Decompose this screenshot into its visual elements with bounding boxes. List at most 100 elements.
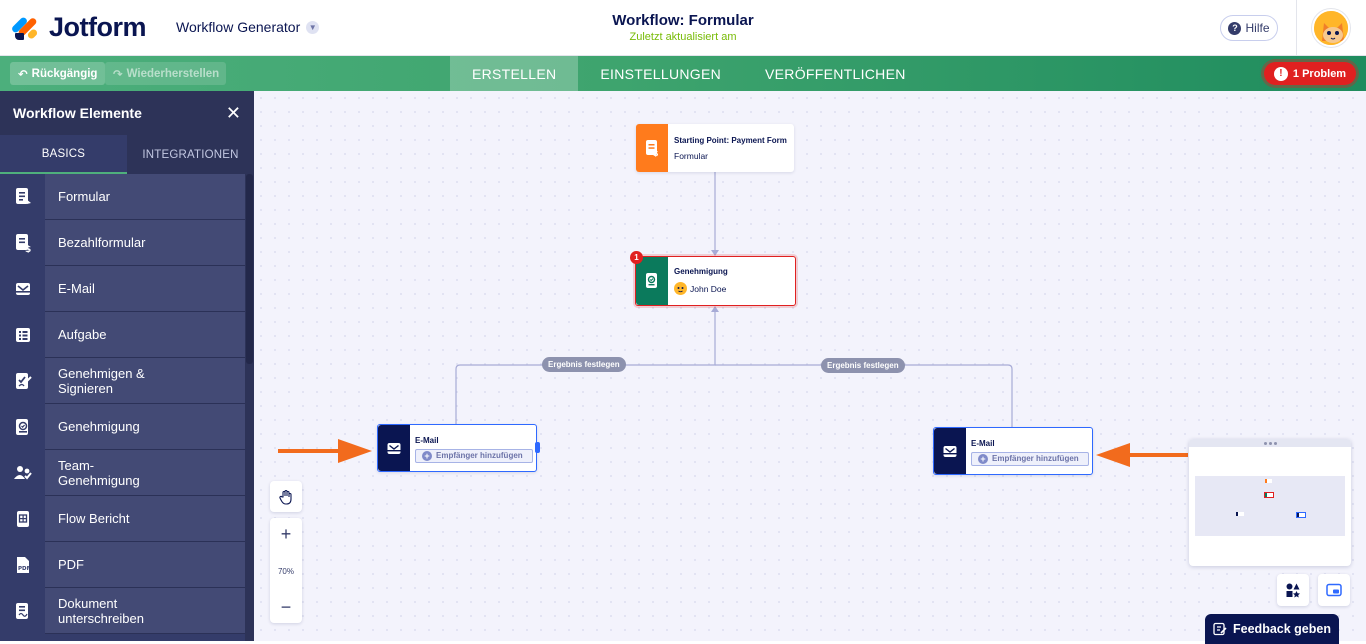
problem-button[interactable]: ! 1 Problem <box>1264 62 1356 85</box>
approval-icon <box>0 404 45 450</box>
app-selector[interactable]: Workflow Generator ▼ <box>176 19 320 35</box>
plus-icon: + <box>978 453 988 464</box>
builder-toolbar: ↶ Rückgängig ↷ Wiederherstellen ERSTELLE… <box>0 56 1366 91</box>
feedback-icon <box>1213 622 1227 636</box>
approval-icon <box>636 257 668 305</box>
element-label: E-Mail <box>58 281 95 296</box>
tab-veroeffentlichen[interactable]: VERÖFFENTLICHEN <box>765 65 906 82</box>
element-genehmigung[interactable]: Genehmigung <box>0 404 245 450</box>
brand-name: Jotform <box>49 12 147 42</box>
add-recipient-button-left[interactable]: + Empfänger hinzufügen <box>415 448 533 463</box>
email-icon <box>934 428 966 474</box>
svg-text:PDF: PDF <box>18 566 31 572</box>
pan-tool-button[interactable] <box>270 481 302 512</box>
minimap-viewport[interactable] <box>1195 476 1345 536</box>
workflow-title-block: Workflow: Formular Zuletzt aktualisiert … <box>533 12 833 43</box>
minimap-toggle-button[interactable] <box>1318 574 1350 606</box>
zoom-in-button[interactable]: + <box>280 524 292 544</box>
result-pill-left[interactable]: Ergebnis festlegen <box>542 357 626 372</box>
tab-integrationen[interactable]: INTEGRATIONEN <box>142 148 239 161</box>
workflow-canvas[interactable] <box>254 91 1366 641</box>
shapes-icon <box>1286 583 1300 598</box>
feedback-button[interactable]: Feedback geben <box>1205 614 1339 644</box>
minimap-start-node <box>1265 479 1272 483</box>
approval-node[interactable]: Genehmigung John Doe <box>635 256 796 306</box>
top-header: Jotform Workflow Generator ▼ Workflow: F… <box>0 0 1366 56</box>
element-team-genehmigung[interactable]: Team-Genehmigung <box>0 450 245 496</box>
annotation-arrow-right <box>1096 443 1188 467</box>
undo-icon: ↶ <box>18 68 28 81</box>
minimap-email-left <box>1236 512 1244 516</box>
add-recipient-label: Empfänger hinzufügen <box>436 451 523 460</box>
redo-button[interactable]: ↷ Wiederherstellen <box>105 62 226 85</box>
element-flow-bericht[interactable]: Flow Bericht <box>0 496 245 542</box>
resize-handle[interactable] <box>535 442 540 453</box>
team-approval-icon <box>0 450 45 496</box>
zoom-controls: + 70% − <box>270 518 302 623</box>
add-recipient-label: Empfänger hinzufügen <box>992 454 1079 463</box>
element-pdf[interactable]: PDF PDF <box>0 542 245 588</box>
email-node-right[interactable]: E-Mail + Empfänger hinzufügen <box>933 427 1093 475</box>
scrollbar-thumb[interactable] <box>246 174 253 364</box>
avatar-cat-icon <box>1314 11 1348 45</box>
error-badge: 1 <box>630 251 643 264</box>
panel-header: Workflow Elemente ✕ <box>0 91 254 135</box>
pdf-icon: PDF <box>0 542 45 588</box>
zoom-out-button[interactable]: − <box>280 597 292 617</box>
tab-einstellungen[interactable]: EINSTELLUNGEN <box>600 65 722 82</box>
element-email[interactable]: E-Mail <box>0 266 245 312</box>
jotform-logo-icon <box>10 14 40 42</box>
question-icon: ? <box>1228 21 1242 35</box>
help-button[interactable]: ? Hilfe <box>1220 15 1278 41</box>
workflow-elements-panel: Workflow Elemente ✕ BASICS INTEGRATIONEN… <box>0 91 254 641</box>
add-recipient-button-right[interactable]: + Empfänger hinzufügen <box>971 451 1089 466</box>
header-divider <box>1296 0 1297 56</box>
start-node[interactable]: $ Starting Point: Payment Form Formular <box>636 124 794 172</box>
element-aufgabe[interactable]: Aufgabe <box>0 312 245 358</box>
assignee-name: John Doe <box>690 283 727 294</box>
panel-tabs: BASICS INTEGRATIONEN <box>0 135 254 174</box>
assignee-avatar-icon <box>674 282 687 295</box>
element-list: Formular $ Bezahlformular E-Mail Aufgabe… <box>0 174 245 634</box>
element-label: Team-Genehmigung <box>58 457 140 488</box>
element-bezahlformular[interactable]: $ Bezahlformular <box>0 220 245 266</box>
email-icon <box>378 425 410 471</box>
payment-form-icon: $ <box>636 124 668 172</box>
element-formular[interactable]: Formular <box>0 174 245 220</box>
element-genehmigen-signieren[interactable]: Genehmigen & Signieren <box>0 358 245 404</box>
element-label: Formular <box>58 189 111 204</box>
zoom-level: 70% <box>277 567 294 576</box>
email-node-left[interactable]: E-Mail + Empfänger hinzufügen <box>377 424 537 472</box>
feedback-label: Feedback geben <box>1233 622 1331 636</box>
elements-button[interactable] <box>1277 574 1309 606</box>
payment-form-icon: $ <box>0 220 45 266</box>
jotform-logo[interactable]: Jotform <box>10 12 147 43</box>
undo-button[interactable]: ↶ Rückgängig <box>10 62 106 85</box>
approval-assignee: John Doe <box>674 282 795 295</box>
minimap-drag-handle[interactable] <box>1189 439 1351 447</box>
tab-erstellen[interactable]: ERSTELLEN <box>450 56 579 91</box>
form-icon <box>0 174 45 220</box>
email-left-title: E-Mail <box>415 435 439 445</box>
email-right-title: E-Mail <box>971 438 995 448</box>
minimap-email-right <box>1296 512 1306 518</box>
problem-label: 1 Problem <box>1292 67 1347 80</box>
panel-title: Workflow Elemente <box>13 105 142 121</box>
minimap[interactable] <box>1189 439 1351 566</box>
plus-icon: + <box>422 450 432 461</box>
close-icon[interactable]: ✕ <box>225 102 241 123</box>
element-label: Genehmigen & Signieren <box>58 365 145 396</box>
tab-basics[interactable]: BASICS <box>0 135 127 174</box>
start-node-title: Starting Point: Payment Form <box>674 135 787 145</box>
result-pill-right[interactable]: Ergebnis festlegen <box>821 358 905 373</box>
element-label: Aufgabe <box>58 327 107 342</box>
user-avatar[interactable] <box>1312 9 1350 47</box>
element-dokument-unterschreiben[interactable]: Dokument unterschreiben <box>0 588 245 634</box>
panel-scrollbar[interactable] <box>245 174 254 641</box>
app-selector-label: Workflow Generator <box>176 19 301 35</box>
chevron-down-icon: ▼ <box>306 20 320 34</box>
redo-icon: ↷ <box>113 68 123 81</box>
start-node-subtitle: Formular <box>674 150 709 161</box>
element-label: Flow Bericht <box>58 511 130 526</box>
svg-text:$: $ <box>25 245 31 253</box>
